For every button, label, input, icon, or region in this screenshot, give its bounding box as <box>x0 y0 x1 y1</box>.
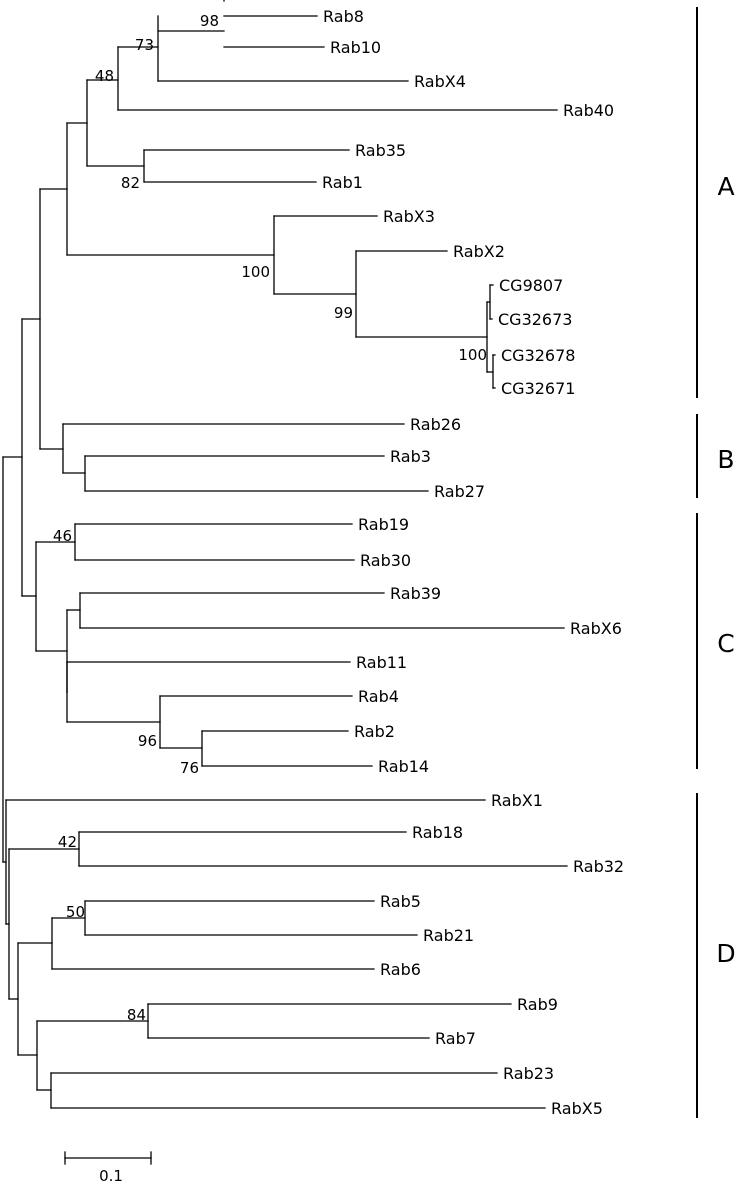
taxon-label-rab9: Rab9 <box>517 995 558 1014</box>
taxon-label-cg32678: CG32678 <box>501 346 575 365</box>
taxon-label-rab7: Rab7 <box>435 1029 476 1048</box>
taxon-label-rab21: Rab21 <box>423 926 474 945</box>
bootstrap-value: 96 <box>138 732 157 750</box>
taxon-label-rab23: Rab23 <box>503 1064 554 1083</box>
bootstrap-value: 73 <box>135 36 154 54</box>
taxon-label-rab19: Rab19 <box>358 515 409 534</box>
taxon-label-rabx2: RabX2 <box>453 242 505 261</box>
taxon-label-rab32: Rab32 <box>573 857 624 876</box>
taxon-label-rab35: Rab35 <box>355 141 406 160</box>
bootstrap-value: 100 <box>458 346 487 364</box>
taxon-label-cg9807: CG9807 <box>499 276 563 295</box>
taxon-label-cg32671: CG32671 <box>501 379 575 398</box>
group-label-d: D <box>716 939 735 968</box>
taxon-label-rabx4: RabX4 <box>414 72 466 91</box>
taxon-label-rabx5: RabX5 <box>551 1099 603 1118</box>
taxon-label-rab26: Rab26 <box>410 415 461 434</box>
bootstrap-value: 76 <box>180 759 199 777</box>
bootstrap-value: 48 <box>95 67 114 85</box>
group-label-c: C <box>717 629 734 658</box>
taxon-label-rab8: Rab8 <box>323 7 364 26</box>
taxon-label-rabx6: RabX6 <box>570 619 622 638</box>
taxon-label-rab10: Rab10 <box>330 38 381 57</box>
taxon-label-rab30: Rab30 <box>360 551 411 570</box>
group-label-b: B <box>717 445 734 474</box>
group-label-a: A <box>717 172 734 201</box>
taxon-label-rab11: Rab11 <box>356 653 407 672</box>
taxon-label-rabx3: RabX3 <box>383 207 435 226</box>
bootstrap-value: 50 <box>66 903 85 921</box>
bootstrap-value: 100 <box>241 263 270 281</box>
bootstrap-value: 46 <box>53 527 72 545</box>
taxon-label-rab18: Rab18 <box>412 823 463 842</box>
taxon-label-rab2: Rab2 <box>354 722 395 741</box>
taxon-label-rab39: Rab39 <box>390 584 441 603</box>
bootstrap-value: 42 <box>58 833 77 851</box>
scale-bar-label: 0.1 <box>99 1167 123 1185</box>
bootstrap-value: 82 <box>121 174 140 192</box>
taxon-label-rab6: Rab6 <box>380 960 421 979</box>
taxon-label-cg32673: CG32673 <box>498 310 572 329</box>
taxon-label-rab3: Rab3 <box>390 447 431 466</box>
taxon-label-rab1: Rab1 <box>322 173 363 192</box>
taxon-label-rab4: Rab4 <box>358 687 399 706</box>
taxon-label-rab27: Rab27 <box>434 482 485 501</box>
taxon-label-rab40: Rab40 <box>563 101 614 120</box>
taxon-label-rab5: Rab5 <box>380 892 421 911</box>
bootstrap-value: 99 <box>334 304 353 322</box>
taxon-label-rab14: Rab14 <box>378 757 429 776</box>
bootstrap-value: 84 <box>127 1006 146 1024</box>
taxon-label-rabx1: RabX1 <box>491 791 543 810</box>
bootstrap-value: 98 <box>200 12 219 30</box>
